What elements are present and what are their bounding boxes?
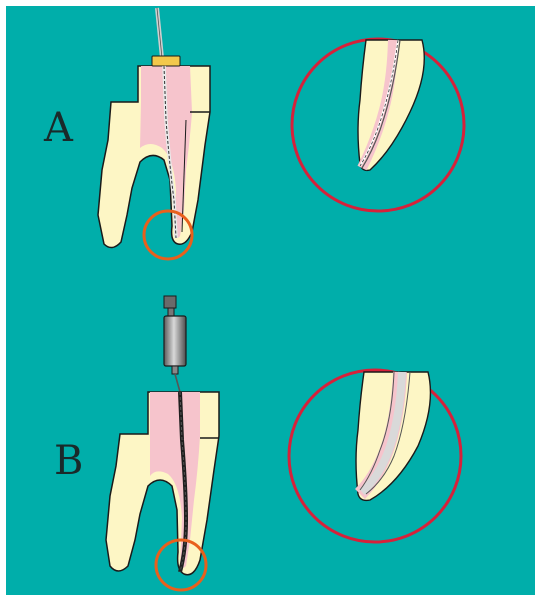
panel-label-a: A	[44, 108, 73, 148]
panel-label-b: B	[54, 441, 83, 481]
file-stopper-a	[152, 56, 180, 66]
